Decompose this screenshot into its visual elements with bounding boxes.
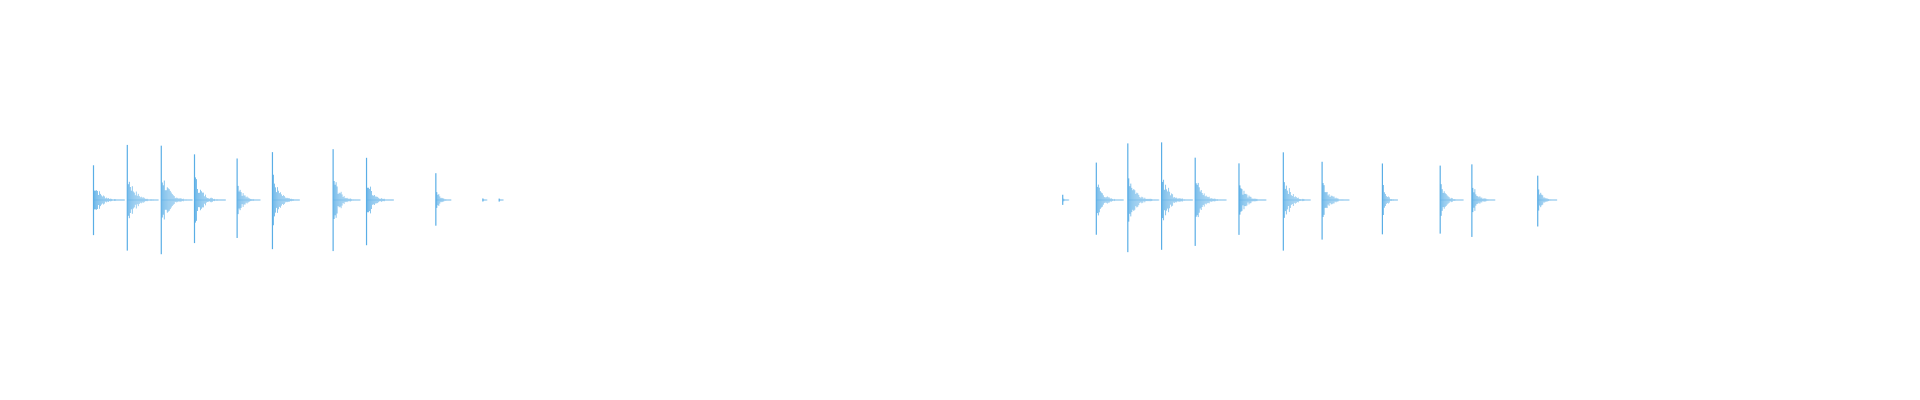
waveform-transient [365, 157, 394, 246]
waveform-transient [193, 154, 226, 244]
waveform-transient [1194, 157, 1227, 246]
waveform-transient [1238, 163, 1267, 235]
waveform-transient [1160, 142, 1194, 250]
waveform-transient [1095, 162, 1124, 235]
waveform-transient [160, 145, 193, 255]
waveform-transient [1321, 161, 1350, 240]
waveform-transient [1439, 165, 1464, 234]
waveform-transient [1062, 194, 1070, 205]
waveform-transient [482, 198, 488, 202]
waveform-transient [332, 149, 361, 252]
waveform-transient [1127, 143, 1160, 253]
waveform-transient [435, 173, 452, 226]
waveform-transient [92, 165, 125, 236]
waveform-transient [236, 158, 261, 238]
waveform-transient [1537, 175, 1558, 227]
waveform-transient [1282, 152, 1311, 251]
waveform-transient [498, 198, 504, 202]
waveform-transient [1381, 163, 1398, 235]
waveform-transient [1471, 164, 1496, 237]
waveform-transient [126, 144, 159, 251]
waveform-transient [271, 152, 300, 250]
